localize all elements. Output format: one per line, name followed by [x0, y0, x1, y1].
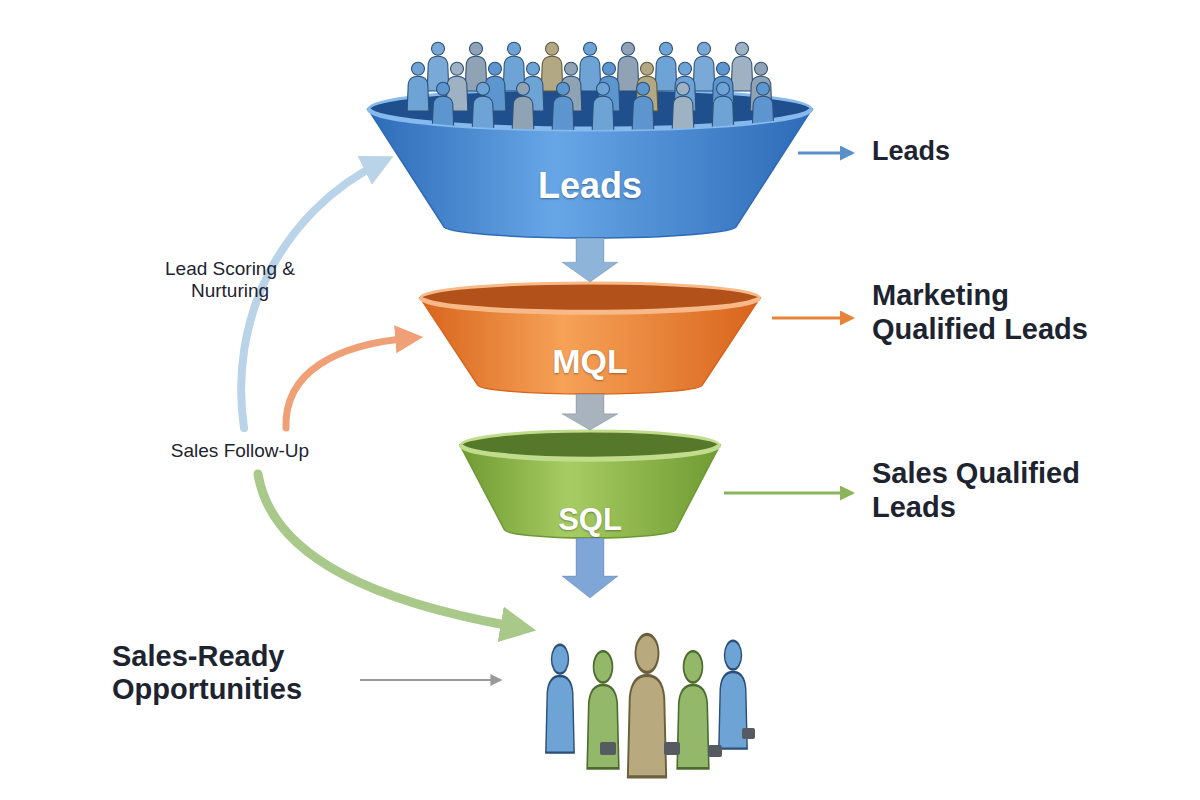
person-figure: [587, 651, 619, 768]
stage-caption: Leads: [872, 136, 1132, 168]
person-figure: [592, 82, 614, 131]
person-figure: [712, 62, 734, 111]
funnel-body: [460, 445, 720, 538]
person-figure: [407, 62, 429, 111]
leader-arrow: [360, 679, 500, 681]
briefcase: [708, 745, 722, 757]
leader-arrow: [724, 492, 852, 495]
person-figure: [446, 62, 468, 111]
funnel-body: [368, 109, 812, 238]
feedback-curve: [286, 338, 412, 428]
stage-caption: Marketing Qualified Leads: [872, 278, 1112, 346]
person-figure: [427, 42, 449, 91]
person-figure: [465, 42, 487, 91]
person-figure: [598, 62, 620, 111]
person-figure: [432, 82, 454, 131]
person-figure: [512, 82, 534, 131]
person-figure: [674, 62, 696, 111]
leader-arrow: [798, 152, 852, 155]
stage-caption: Sales Qualified Leads: [872, 456, 1112, 524]
funnel-rim: [421, 298, 759, 313]
person-figure: [628, 634, 666, 777]
funnel-opening: [369, 89, 811, 129]
process-note: Lead Scoring & Nurturing: [140, 258, 320, 303]
stage-label: Leads: [368, 165, 812, 206]
flow-arrow: [562, 238, 618, 282]
person-figure: [731, 42, 753, 91]
person-figure: [636, 62, 658, 111]
person-figure: [522, 62, 544, 111]
briefcase: [742, 728, 755, 739]
person-figure: [546, 645, 574, 753]
person-figure: [752, 82, 774, 131]
briefcase: [600, 742, 616, 755]
person-figure: [484, 62, 506, 111]
person-figure: [655, 42, 677, 91]
funnel-opening: [461, 431, 719, 459]
stage-title: Sales-Ready Opportunities: [112, 640, 362, 707]
sql-funnel: SQL: [460, 430, 720, 538]
feedback-curve: [258, 474, 522, 628]
person-figure: [503, 42, 525, 91]
person-figure: [750, 62, 772, 111]
flow-arrow: [562, 538, 618, 598]
lead-crowd: [407, 42, 774, 131]
process-note: Sales Follow-Up: [140, 440, 340, 462]
funnel-body: [420, 298, 760, 394]
mql-funnel: MQL: [420, 282, 760, 394]
flow-arrow: [562, 394, 618, 430]
funnel-rim: [369, 109, 811, 129]
leads-funnel: Leads: [368, 88, 812, 238]
person-figure: [693, 42, 715, 91]
person-figure: [617, 42, 639, 91]
leader-arrow: [772, 317, 852, 320]
person-figure: [579, 42, 601, 91]
person-figure: [541, 42, 563, 91]
person-figure: [632, 82, 654, 131]
stage-label: SQL: [460, 502, 720, 538]
opportunity-group: Sales-Ready Opportunities: [100, 598, 790, 788]
person-figure: [677, 651, 709, 768]
person-figure: [560, 62, 582, 111]
stage-label: MQL: [420, 342, 760, 381]
funnel-rim: [461, 445, 719, 459]
funnel-shape: [368, 88, 812, 238]
person-figure: [712, 82, 734, 131]
person-figure: [672, 82, 694, 131]
briefcase: [664, 742, 680, 755]
person-figure: [552, 82, 574, 131]
person-figure: [472, 82, 494, 131]
funnel-opening: [421, 283, 759, 312]
